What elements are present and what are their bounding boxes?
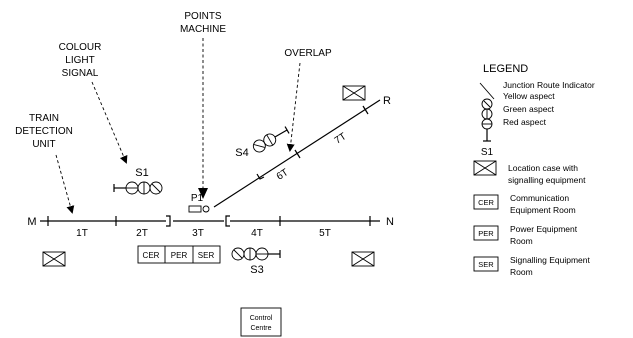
legend-title: LEGEND bbox=[483, 63, 528, 75]
location-case-top bbox=[342, 85, 366, 101]
tdu-label-line2: DETECTION bbox=[15, 126, 73, 137]
legend-location-case-line1: Location case with bbox=[508, 163, 578, 173]
room-cer: CER bbox=[143, 251, 160, 260]
tdu-pointer bbox=[55, 154, 75, 214]
legend-ser-abbr: SER bbox=[478, 260, 494, 269]
room-ser: SER bbox=[198, 251, 215, 260]
cls-label-line3: SIGNAL bbox=[62, 68, 99, 79]
legend-signal-label: S1 bbox=[481, 147, 494, 158]
yellow-bar bbox=[253, 144, 265, 148]
signal-s4: S4 bbox=[235, 126, 290, 159]
s4-post bbox=[274, 129, 288, 138]
section-label-3t: 3T bbox=[192, 228, 204, 239]
p1-label: P1 bbox=[191, 193, 204, 204]
legend-ser-box bbox=[473, 256, 499, 272]
cls-label-line2: LIGHT bbox=[65, 55, 94, 66]
section-label-6t: 6T bbox=[275, 167, 291, 183]
section-label-2t: 2T bbox=[136, 228, 148, 239]
yellow-bar bbox=[233, 249, 243, 259]
location-case-cross bbox=[351, 251, 375, 267]
branch-tick bbox=[294, 149, 301, 159]
train-detection-annotation: TRAIN DETECTION UNIT bbox=[15, 113, 75, 214]
legend-jri-text: Junction Route Indicator bbox=[503, 80, 595, 90]
branch-tick bbox=[362, 105, 369, 115]
legend-per-line1: Power Equipment bbox=[510, 224, 578, 234]
control-centre: Control Centre bbox=[240, 307, 282, 337]
overlap-annotation: OVERLAP bbox=[284, 48, 332, 152]
signal-s3: S3 bbox=[231, 247, 281, 276]
overlap-pointer bbox=[286, 62, 301, 152]
points-machine-label-line1: POINTS bbox=[184, 11, 222, 22]
s4-post-end bbox=[284, 126, 290, 134]
legend-yellow-text: Yellow aspect bbox=[503, 91, 555, 101]
location-case-cross bbox=[342, 85, 366, 101]
section-label-1t: 1T bbox=[76, 228, 88, 239]
s1-label: S1 bbox=[135, 167, 148, 179]
legend-green-text: Green aspect bbox=[503, 104, 555, 114]
s1-yellow-aspect bbox=[149, 181, 163, 195]
yellow-bar bbox=[151, 183, 161, 193]
signal-s1: S1 bbox=[113, 167, 163, 195]
legend-red-text: Red aspect bbox=[503, 117, 547, 127]
junction-route-indicator-icon bbox=[479, 82, 495, 100]
legend: LEGEND S1 Junction Route Indicator Yello… bbox=[473, 63, 595, 277]
track-end-m: M bbox=[27, 216, 36, 228]
points-machine-annotation: POINTS MACHINE bbox=[180, 11, 226, 199]
points-machine-box bbox=[188, 205, 202, 213]
legend-cer-line1: Communication bbox=[510, 193, 569, 203]
legend-ser-line2: Room bbox=[510, 267, 533, 277]
legend-per-abbr: PER bbox=[478, 229, 494, 238]
insulated-joint bbox=[166, 215, 171, 227]
branch-insulated-joint bbox=[256, 173, 265, 180]
legend-cer-line2: Equipment Room bbox=[510, 205, 576, 215]
cls-label-line1: COLOUR bbox=[59, 42, 102, 53]
control-centre-box bbox=[240, 307, 282, 337]
tdu-label-line1: TRAIN bbox=[29, 113, 59, 124]
overlap-label: OVERLAP bbox=[284, 48, 332, 59]
points-machine-p1: P1 bbox=[188, 193, 210, 213]
room-per: PER bbox=[171, 251, 188, 260]
location-case-cross bbox=[42, 251, 66, 267]
cls-pointer bbox=[91, 81, 128, 164]
track-end-r: R bbox=[383, 95, 391, 107]
location-case-right bbox=[351, 251, 375, 267]
points-machine-detector bbox=[202, 205, 210, 213]
branch-track: R 6T 7T bbox=[213, 95, 391, 208]
green-bar bbox=[266, 134, 274, 146]
s3-label: S3 bbox=[250, 264, 263, 276]
s4-label: S4 bbox=[235, 147, 248, 159]
legend-ser-line1: Signalling Equipment bbox=[510, 255, 590, 265]
tdu-label-line3: UNIT bbox=[32, 139, 55, 150]
legend-location-case-line2: signalling equipment bbox=[508, 175, 586, 185]
section-label-4t: 4T bbox=[251, 228, 263, 239]
section-label-5t: 5T bbox=[319, 228, 331, 239]
legend-per-box bbox=[473, 225, 499, 241]
main-track: M N 1T 2T 3T 4T 5T bbox=[27, 215, 394, 239]
location-case-cross bbox=[473, 160, 497, 176]
control-centre-line2: Centre bbox=[250, 325, 271, 332]
insulated-joint bbox=[225, 215, 230, 227]
yellow-bar bbox=[483, 100, 491, 108]
control-centre-line1: Control bbox=[250, 315, 273, 322]
legend-cer-abbr: CER bbox=[478, 198, 494, 207]
location-case-left bbox=[42, 251, 66, 267]
track-end-n: N bbox=[386, 216, 394, 228]
equipment-rooms-frame bbox=[137, 245, 221, 264]
section-label-7t: 7T bbox=[333, 131, 349, 147]
legend-per-line2: Room bbox=[510, 236, 533, 246]
points-machine-arrowhead bbox=[198, 188, 208, 199]
legend-cer-box bbox=[473, 194, 499, 210]
colour-light-signal-annotation: COLOUR LIGHT SIGNAL bbox=[59, 42, 128, 164]
equipment-rooms: CER PER SER bbox=[137, 245, 221, 264]
points-machine-label-line2: MACHINE bbox=[180, 24, 226, 35]
